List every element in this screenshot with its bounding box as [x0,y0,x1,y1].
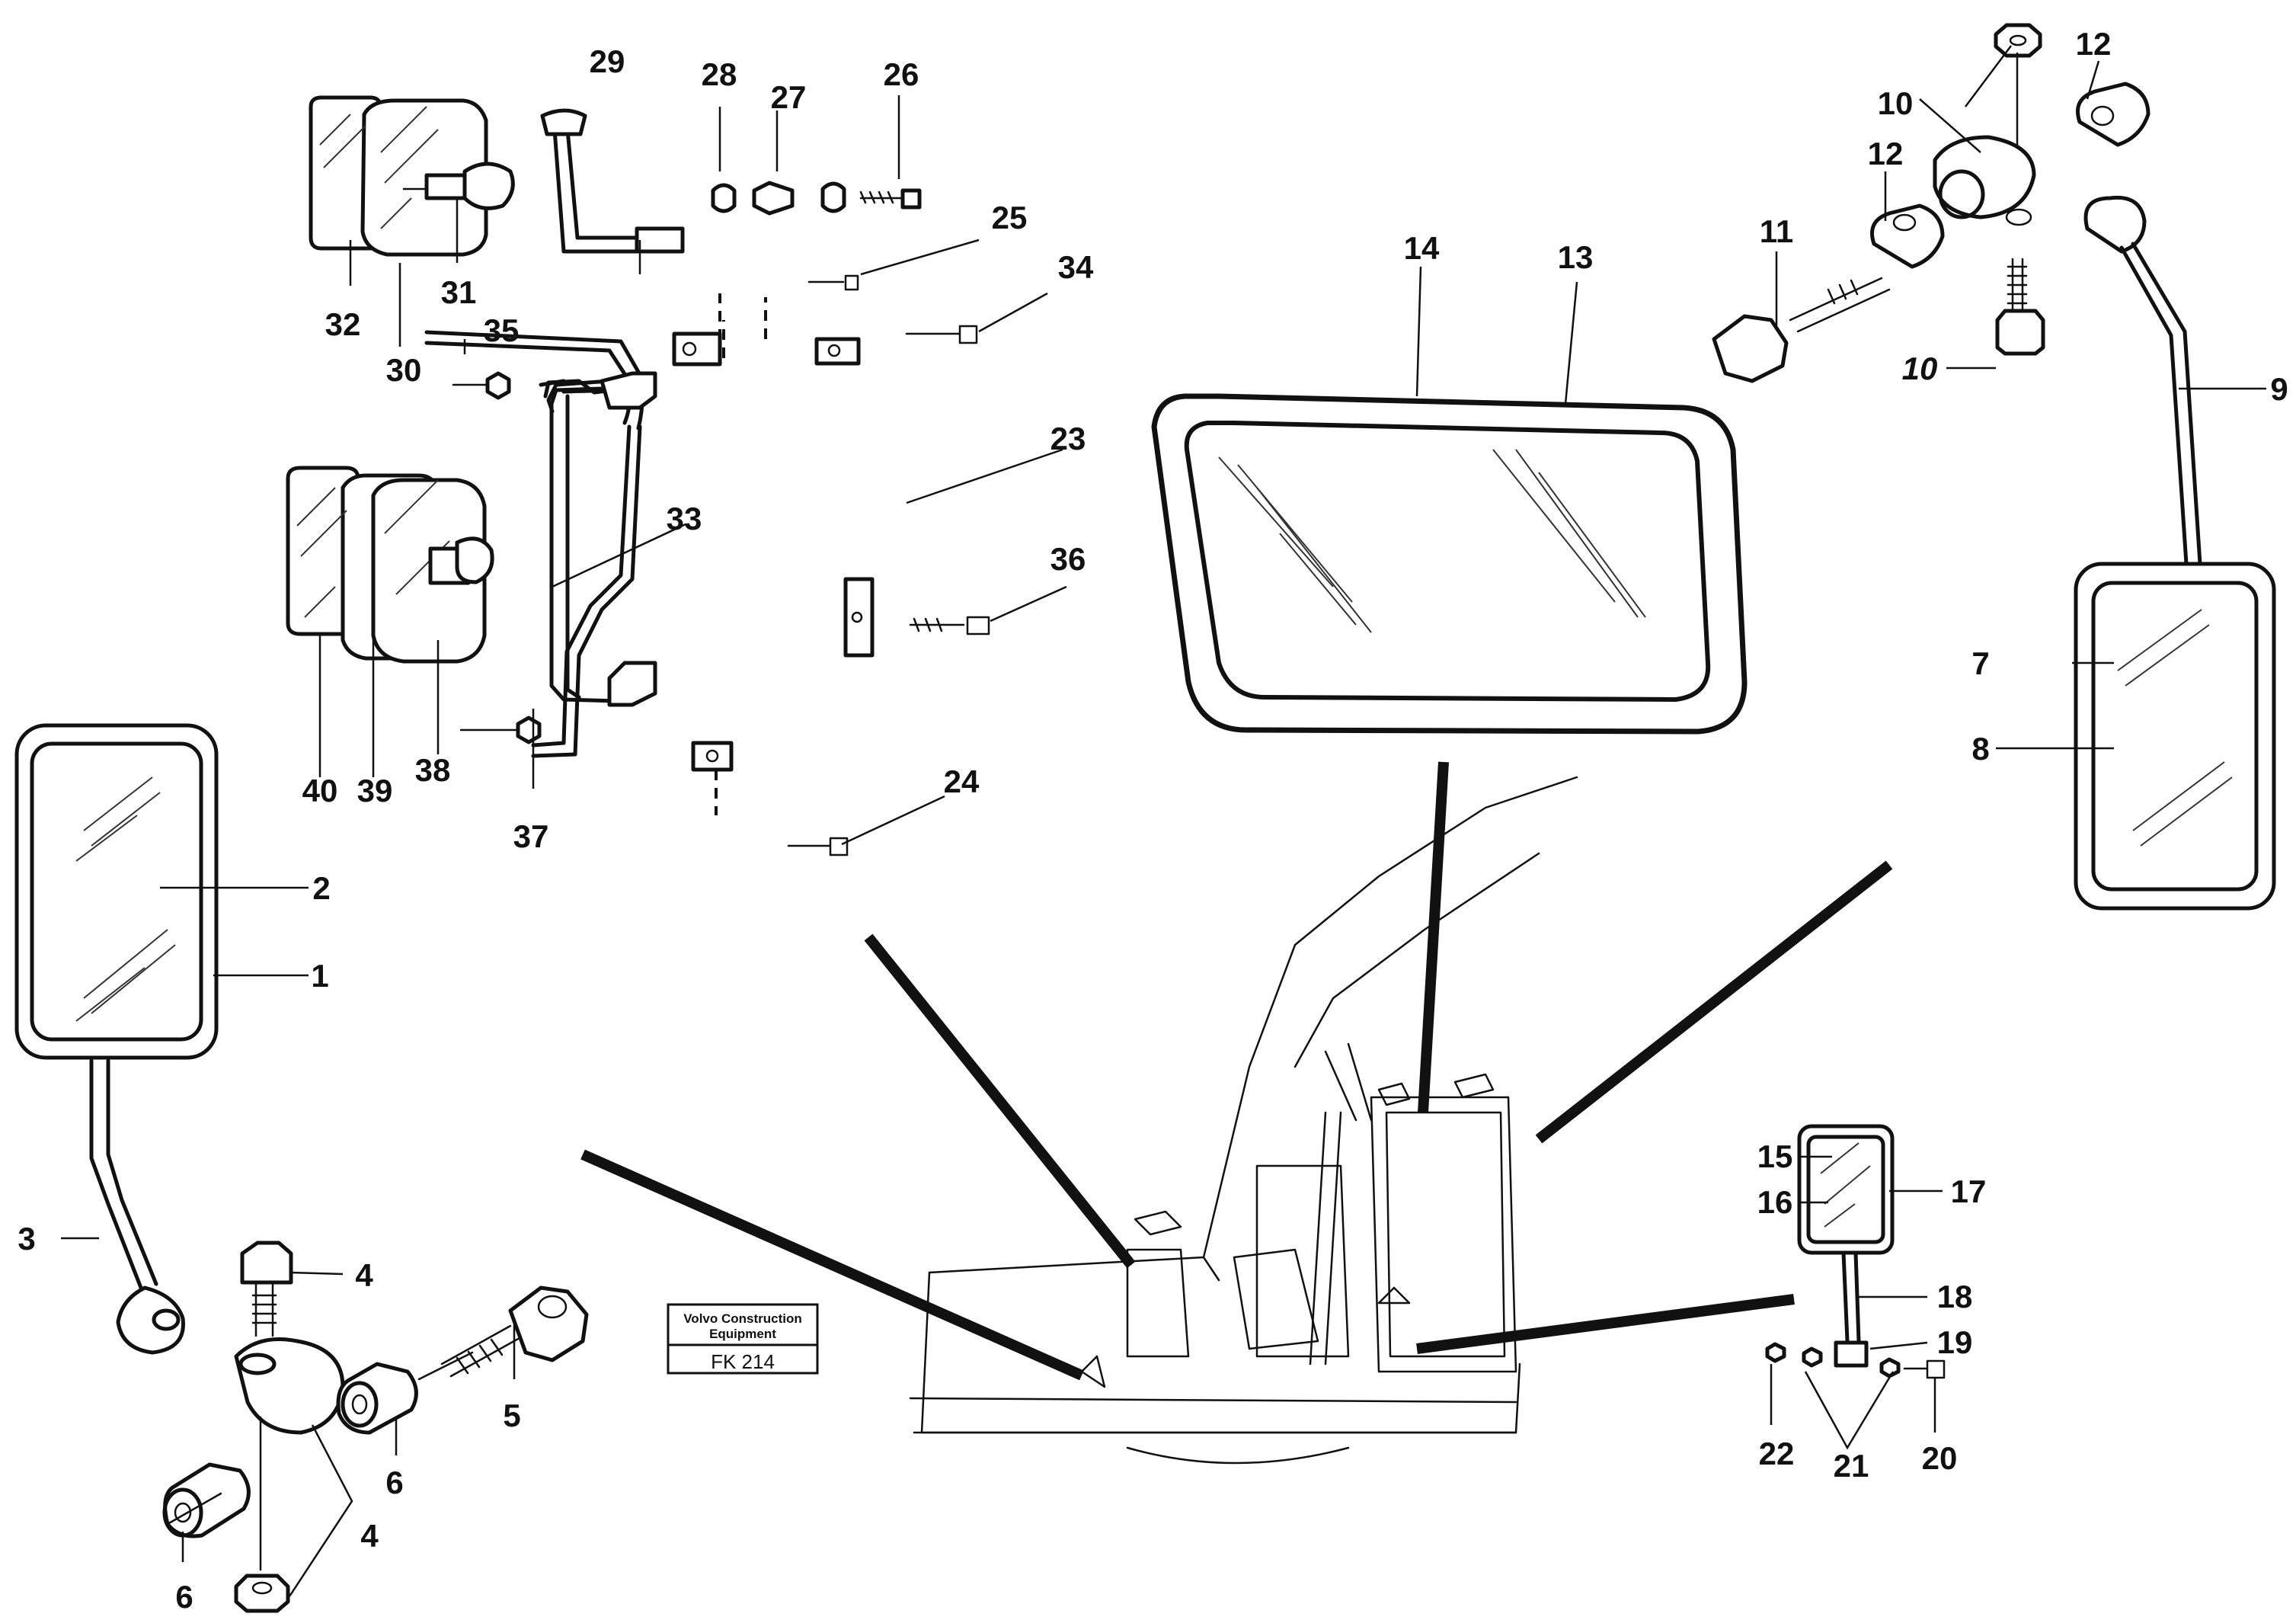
callout-3: 3 [18,1221,35,1257]
callout-11: 11 [1760,213,1793,249]
callout-7: 7 [1971,645,1989,681]
callout-19: 19 [1937,1324,1973,1360]
callout-31: 31 [441,274,477,310]
mirror-bracket-rod [424,108,990,856]
callout-14: 14 [1404,230,1440,266]
callout-18: 18 [1937,1279,1973,1314]
small-mirror-lower [286,466,494,664]
title-box: Volvo Construction Equipment FK 214 [667,1303,819,1375]
callout-35: 35 [484,312,520,348]
callout-6a: 6 [175,1579,193,1615]
callout-24: 24 [944,764,980,799]
callout-5: 5 [503,1397,520,1433]
callout-6b: 6 [385,1465,403,1500]
callout-4b: 4 [360,1518,379,1554]
callout-29: 29 [590,43,625,79]
callout-13: 13 [1558,239,1594,275]
callout-28: 28 [702,56,737,92]
callout-37: 37 [513,818,549,854]
title-box-code: FK 214 [711,1350,775,1373]
machine-overview [909,776,1578,1465]
callout-4a: 4 [355,1257,373,1293]
callout-9: 9 [2270,371,2288,407]
callout-26: 26 [884,56,919,92]
callout-33: 33 [667,501,702,536]
callout-labels: 1 2 3 4 4 5 6 6 7 8 9 10 10 11 12 12 13 … [18,26,2288,1615]
callout-12a: 12 [2076,26,2112,62]
right-clamp-hardware [1712,23,2151,383]
callout-17: 17 [1951,1173,1987,1209]
callout-36: 36 [1050,541,1086,577]
callout-10b: 10 [1902,351,1938,386]
left-clamp-hardware [162,1241,589,1613]
callout-8: 8 [1971,731,1989,767]
callout-27: 27 [771,79,807,115]
callout-12b: 12 [1868,136,1904,171]
callout-10a: 10 [1878,85,1914,121]
callout-39: 39 [357,773,393,808]
title-box-line2: Equipment [709,1327,776,1341]
callout-15: 15 [1757,1138,1793,1174]
leader-lines [61,45,2266,1597]
callout-38: 38 [415,752,451,788]
callout-34: 34 [1058,249,1094,285]
location-pointers [580,761,1893,1381]
callout-2: 2 [312,870,330,906]
left-mirror-assembly [14,723,219,1355]
title-box-company: Volvo Construction [683,1311,802,1326]
callout-25: 25 [992,200,1028,235]
small-rear-mirror [1765,1124,1946,1379]
right-mirror-assembly [2074,195,2276,911]
small-mirror-upper [309,95,515,257]
callout-1: 1 [311,958,328,994]
callout-16: 16 [1757,1184,1793,1220]
callout-23: 23 [1050,421,1086,456]
callout-40: 40 [302,773,338,808]
callout-20: 20 [1922,1440,1958,1476]
callout-22: 22 [1759,1436,1795,1471]
callout-21: 21 [1834,1448,1869,1484]
glass-panel [1151,393,1748,735]
callout-32: 32 [325,306,361,342]
callout-30: 30 [386,352,422,388]
